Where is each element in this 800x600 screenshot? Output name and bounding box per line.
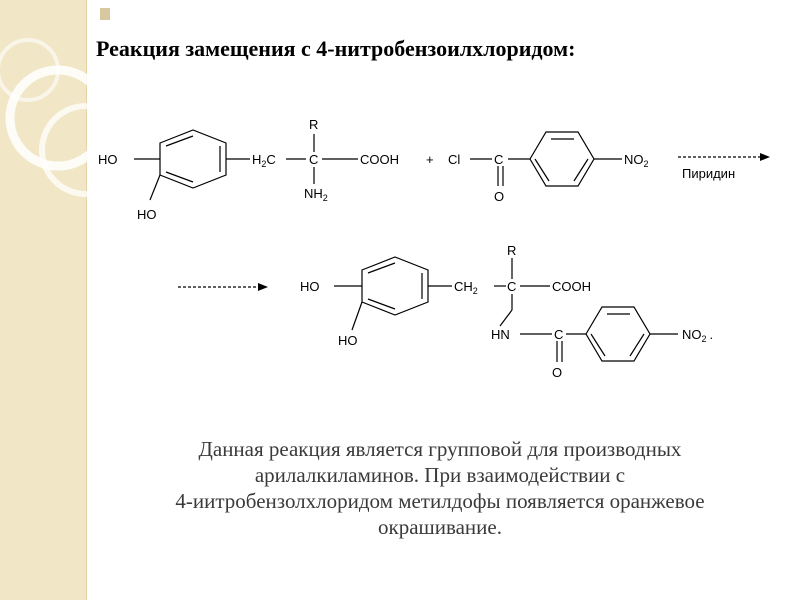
product-benzene-ring	[361, 256, 429, 316]
product-ho-meta: HO	[338, 333, 358, 348]
description-line: Данная реакция является групповой для пр…	[198, 437, 682, 461]
reagent-carbonyl-c: C	[494, 152, 503, 167]
product-r-group: R	[507, 243, 516, 258]
product-cooh: COOH	[552, 279, 591, 294]
reactant-nh2: NH2	[304, 186, 328, 203]
reactant-ho-meta: HO	[137, 207, 157, 222]
description-text: Данная реакция является групповой для пр…	[100, 436, 780, 540]
product-hn: HN	[491, 327, 510, 342]
reagent-benzene-ring	[529, 131, 595, 187]
reactant-benzene-ring	[159, 129, 227, 189]
reactant-cooh: COOH	[360, 152, 399, 167]
product-no2: NO2.	[682, 327, 713, 344]
description-line: окрашивание.	[378, 515, 502, 539]
reactant-oh-bond-meta	[149, 174, 161, 201]
reactant-alpha-carbon: C	[309, 152, 318, 167]
decor-circles	[0, 8, 133, 197]
corner-marker	[100, 8, 110, 20]
product-carbonyl-c: C	[554, 327, 563, 342]
plus-sign: +	[426, 152, 434, 167]
reactant-ho-para: HO	[98, 152, 118, 167]
reagent-no2: NO2	[624, 152, 649, 169]
reactant-ch2-label: H2C	[252, 152, 276, 169]
reactant-r-group: R	[309, 117, 318, 132]
product-ch2-label: CH2	[454, 279, 478, 296]
reagent-carbonyl-o: O	[494, 189, 504, 204]
product-carbonyl-o: O	[552, 365, 562, 380]
description-line: арилалкиламинов. При взаимодействии с	[254, 463, 626, 487]
product-nitro-ring	[585, 306, 651, 362]
description-line: 4-иитробензолхлоридом метилдофы появляет…	[175, 489, 705, 513]
side-decor-line	[86, 0, 87, 600]
reagent-cl: Cl	[448, 152, 460, 167]
product-alpha-carbon: C	[507, 279, 516, 294]
reaction-condition: Пиридин	[682, 166, 735, 181]
product-ho-para: HO	[300, 279, 320, 294]
slide-title: Реакция замещения с 4-нитробензоилхлорид…	[96, 36, 576, 61]
